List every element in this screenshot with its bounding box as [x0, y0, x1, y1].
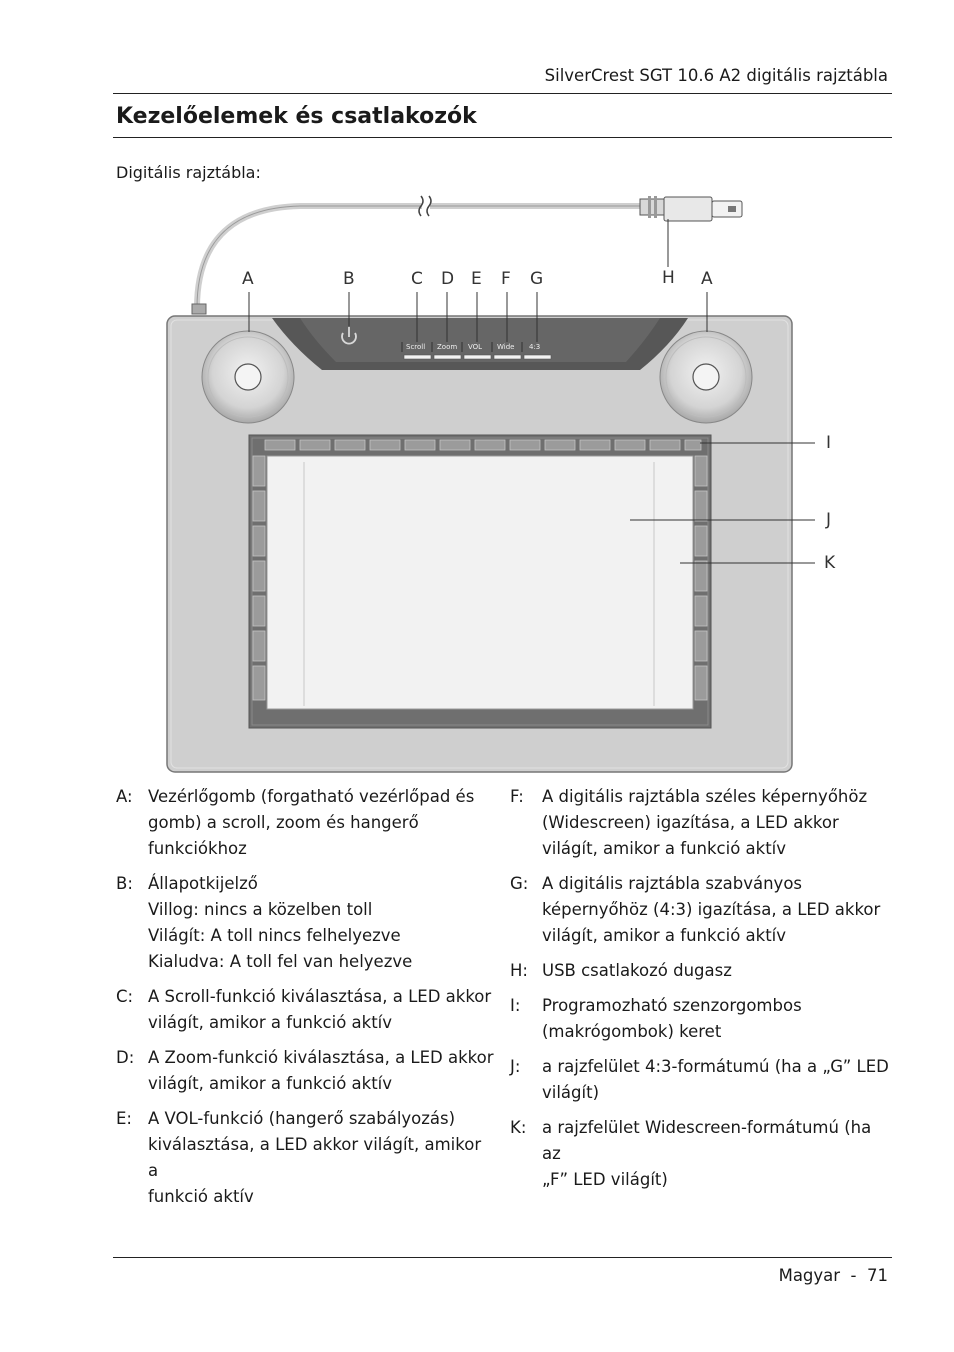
- legend-key: D:: [116, 1048, 135, 1067]
- legend-item-d: D: A Zoom-funkció kiválasztása, a LED ak…: [116, 1045, 496, 1097]
- title-rule: [113, 137, 892, 138]
- legend-item-k: K: a rajzfelület Widescreen-formátumú (h…: [510, 1115, 890, 1193]
- figure-caption: Digitális rajztábla:: [116, 163, 261, 182]
- legend-key: F:: [510, 787, 524, 806]
- control-knob-left: [201, 330, 295, 424]
- legend-key: J:: [510, 1057, 521, 1076]
- legend-left-column: A: Vezérlőgomb (forgatható vezérlőpad és…: [116, 784, 496, 1219]
- legend-text: A Scroll-funkció kiválasztása, a LED akk…: [148, 987, 492, 1032]
- legend-key: A:: [116, 787, 133, 806]
- legend-key: G:: [510, 874, 529, 893]
- button-label-scroll: Scroll: [406, 343, 426, 351]
- legend-text: A Zoom-funkció kiválasztása, a LED akkor…: [148, 1048, 494, 1093]
- legend-key: H:: [510, 961, 528, 980]
- callout-b: B: [343, 269, 355, 289]
- callout-e: E: [471, 269, 482, 289]
- legend-text: A digitális rajztábla szabványos képerny…: [542, 874, 881, 945]
- callout-a-left: A: [242, 269, 254, 289]
- callout-c: C: [411, 269, 423, 289]
- callout-k: K: [824, 553, 836, 573]
- usb-cable: [194, 203, 422, 309]
- callout-g: G: [530, 269, 544, 289]
- button-label-wide: Wide: [497, 343, 515, 351]
- legend-text: A digitális rajztábla széles képernyőhöz…: [542, 787, 868, 858]
- legend-item-g: G: A digitális rajztábla szabványos képe…: [510, 871, 890, 949]
- legend-item-a: A: Vezérlőgomb (forgatható vezérlőpad és…: [116, 784, 496, 862]
- macro-buttons-left: [252, 455, 266, 701]
- callout-d: D: [441, 269, 455, 289]
- callout-h: H: [662, 268, 675, 288]
- legend-item-i: I: Programozható szenzorgombos (makrógom…: [510, 993, 890, 1045]
- footer-rule: [113, 1257, 892, 1258]
- drawing-area: [266, 455, 694, 710]
- legend-text: Vezérlőgomb (forgatható vezérlőpad és go…: [148, 787, 475, 858]
- legend-item-e: E: A VOL-funkció (hangerő szabályozás) k…: [116, 1106, 496, 1210]
- callout-a-right: A: [701, 269, 713, 289]
- control-knob-right: [659, 330, 753, 424]
- macro-buttons-top: [264, 439, 702, 451]
- legend-item-c: C: A Scroll-funkció kiválasztása, a LED …: [116, 984, 496, 1036]
- status-icon: [341, 327, 357, 345]
- usb-plug: [639, 198, 665, 216]
- callout-f: F: [501, 269, 511, 289]
- legend-text: Programozható szenzorgombos (makrógombok…: [542, 996, 802, 1041]
- macro-buttons-right: [694, 455, 708, 701]
- legend-text: a rajzfelület Widescreen-formátumú (ha a…: [542, 1118, 872, 1189]
- page-footer: Magyar - 71: [778, 1266, 888, 1285]
- running-header: SilverCrest SGT 10.6 A2 digitális rajztá…: [544, 66, 888, 85]
- button-label-4-3: 4:3: [529, 343, 541, 351]
- legend-text: a rajzfelület 4:3-formátumú (ha a „G” LE…: [542, 1057, 889, 1102]
- legend-text: A VOL-funkció (hangerő szabályozás) kivá…: [148, 1109, 482, 1206]
- section-title: Kezelőelemek és csatlakozók: [116, 104, 477, 129]
- button-label-vol: VOL: [468, 343, 483, 351]
- legend-item-f: F: A digitális rajztábla széles képernyő…: [510, 784, 890, 862]
- legend-key: B:: [116, 874, 133, 893]
- legend-key: I:: [510, 996, 521, 1015]
- legend-key: E:: [116, 1109, 132, 1128]
- legend-item-b: B: Állapotkijelző Villog: nincs a közelb…: [116, 871, 496, 975]
- cable-break-mark: [418, 195, 432, 217]
- legend-key: K:: [510, 1118, 527, 1137]
- callout-i: I: [826, 433, 832, 453]
- button-label-zoom: Zoom: [437, 343, 458, 351]
- legend-text: Állapotkijelző Villog: nincs a közelben …: [148, 874, 413, 971]
- legend-key: C:: [116, 987, 134, 1006]
- legend-item-h: H: USB csatlakozó dugasz: [510, 958, 890, 984]
- callout-j: J: [826, 510, 832, 530]
- legend-item-j: J: a rajzfelület 4:3-formátumú (ha a „G”…: [510, 1054, 890, 1106]
- legend-text: USB csatlakozó dugasz: [542, 961, 732, 980]
- header-rule: [113, 93, 892, 94]
- legend-right-column: F: A digitális rajztábla széles képernyő…: [510, 784, 890, 1202]
